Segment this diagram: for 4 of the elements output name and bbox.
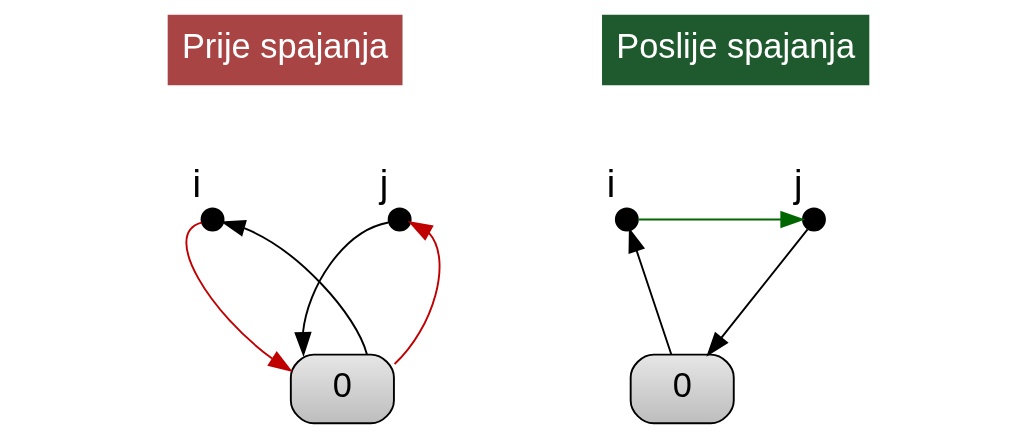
node-label: i <box>192 162 201 206</box>
node-label: i <box>606 162 615 206</box>
node-label: j <box>793 162 802 206</box>
node-label: j <box>379 162 388 206</box>
